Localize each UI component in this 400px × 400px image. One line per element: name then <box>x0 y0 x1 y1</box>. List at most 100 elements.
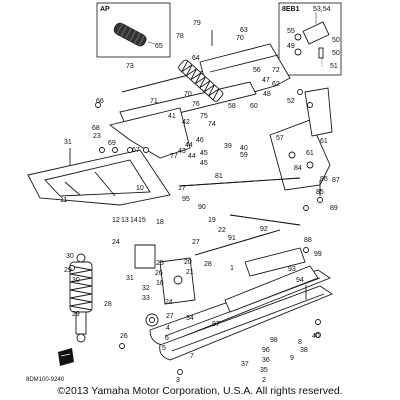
slide-rails <box>149 247 333 361</box>
upper-shock-spring <box>178 59 224 102</box>
callout-90: 90 <box>198 204 206 211</box>
callout-71: 71 <box>150 98 158 105</box>
callout-44: 44 <box>188 153 196 160</box>
callout-94: 94 <box>296 277 304 284</box>
callout-58: 58 <box>228 103 236 110</box>
callout-35: 35 <box>260 367 268 374</box>
inset-part-51: 51 <box>330 63 338 70</box>
callout-64: 64 <box>192 55 200 62</box>
callout-19: 19 <box>208 217 216 224</box>
callout-24: 24 <box>165 299 173 306</box>
callout-10: 10 <box>136 185 144 192</box>
inset-part-50b: 50 <box>332 50 340 57</box>
callout-46: 46 <box>196 137 204 144</box>
callout-12: 12 <box>112 217 120 224</box>
callout-77: 77 <box>170 153 178 160</box>
bolts-and-washers <box>69 30 323 375</box>
callout-93: 93 <box>288 266 296 273</box>
callout-86: 86 <box>320 176 328 183</box>
inset-ap: AP 65 <box>96 2 171 58</box>
diagram-code: 8DM100-9240 <box>26 377 65 383</box>
callout-79: 79 <box>193 20 201 27</box>
logo-mark-icon <box>58 348 74 366</box>
callout-97: 97 <box>212 321 220 328</box>
callout-30: 30 <box>72 277 80 284</box>
inset-part-55: 55 <box>287 28 295 35</box>
callout-23: 23 <box>93 133 101 140</box>
callout-27: 27 <box>192 239 200 246</box>
callout-56: 56 <box>253 67 261 74</box>
callout-47: 47 <box>262 77 270 84</box>
callout-17: 17 <box>178 185 186 192</box>
callout-5: 5 <box>162 345 166 352</box>
callout-39: 39 <box>224 143 232 150</box>
inset-ap-label: AP <box>100 6 110 13</box>
callout-70: 70 <box>236 35 244 42</box>
front-shock-absorber <box>69 253 93 343</box>
callout-52: 52 <box>287 98 295 105</box>
callout-33: 33 <box>142 295 150 302</box>
callout-38: 38 <box>300 347 308 354</box>
callout-87: 87 <box>332 177 340 184</box>
callout-26: 26 <box>120 333 128 340</box>
right-bracket-plate <box>269 87 333 191</box>
callout-31: 31 <box>64 139 72 146</box>
callout-16: 16 <box>156 280 164 287</box>
callout-2: 2 <box>262 377 266 384</box>
callout-63: 63 <box>240 27 248 34</box>
callout-30: 30 <box>66 253 74 260</box>
callout-84: 84 <box>294 165 302 172</box>
copyright-notice: ©2013 Yamaha Motor Corporation, U.S.A. A… <box>57 385 343 397</box>
callout-60: 60 <box>250 103 258 110</box>
callout-81: 81 <box>215 173 223 180</box>
callout-34: 34 <box>186 315 194 322</box>
callout-45: 45 <box>200 160 208 167</box>
inset-ap-part: 65 <box>155 43 163 50</box>
callout-32: 32 <box>142 285 150 292</box>
callout-88: 88 <box>304 237 312 244</box>
callout-6: 6 <box>165 335 169 342</box>
callout-95: 95 <box>182 196 190 203</box>
callout-72: 72 <box>272 67 280 74</box>
callout-9: 9 <box>290 355 294 362</box>
inset-8eb1-label: 8EB1 <box>282 6 300 13</box>
inset-8eb1: 8EB1 53,54 55 49 50 50 51 <box>278 2 342 76</box>
callout-27: 27 <box>166 313 174 320</box>
callout-61: 61 <box>306 150 314 157</box>
callout-14: 14 <box>130 217 138 224</box>
callout-74: 74 <box>208 121 216 128</box>
callout-61: 61 <box>320 138 328 145</box>
callout-13: 13 <box>121 217 129 224</box>
callout-15: 15 <box>138 217 146 224</box>
callout-40: 40 <box>312 333 320 340</box>
callout-59: 59 <box>240 152 248 159</box>
callout-98: 98 <box>270 337 278 344</box>
callout-45: 45 <box>200 150 208 157</box>
front-arm-frame <box>27 149 171 206</box>
callout-28: 28 <box>204 261 212 268</box>
callout-44: 44 <box>185 142 193 149</box>
callout-67: 67 <box>132 147 140 154</box>
lower-brackets <box>134 244 196 327</box>
callout-21: 21 <box>186 269 194 276</box>
callout-43: 43 <box>178 148 186 155</box>
callout-57: 57 <box>276 135 284 142</box>
callout-62: 62 <box>272 81 280 88</box>
callout-11: 11 <box>60 197 67 204</box>
callout-76: 76 <box>192 101 200 108</box>
callout-70: 70 <box>184 91 192 98</box>
callout-4: 4 <box>166 325 170 332</box>
callout-85: 85 <box>316 189 324 196</box>
callout-26: 26 <box>155 270 163 277</box>
callout-29: 29 <box>72 311 80 318</box>
callout-37: 37 <box>241 361 249 368</box>
callout-31: 31 <box>126 275 134 282</box>
callout-40: 40 <box>240 145 248 152</box>
rear-arm-shafts <box>179 177 301 256</box>
callout-28: 28 <box>104 301 112 308</box>
callout-3: 3 <box>176 377 180 384</box>
callout-41: 41 <box>168 113 176 120</box>
callout-18: 18 <box>156 219 164 226</box>
